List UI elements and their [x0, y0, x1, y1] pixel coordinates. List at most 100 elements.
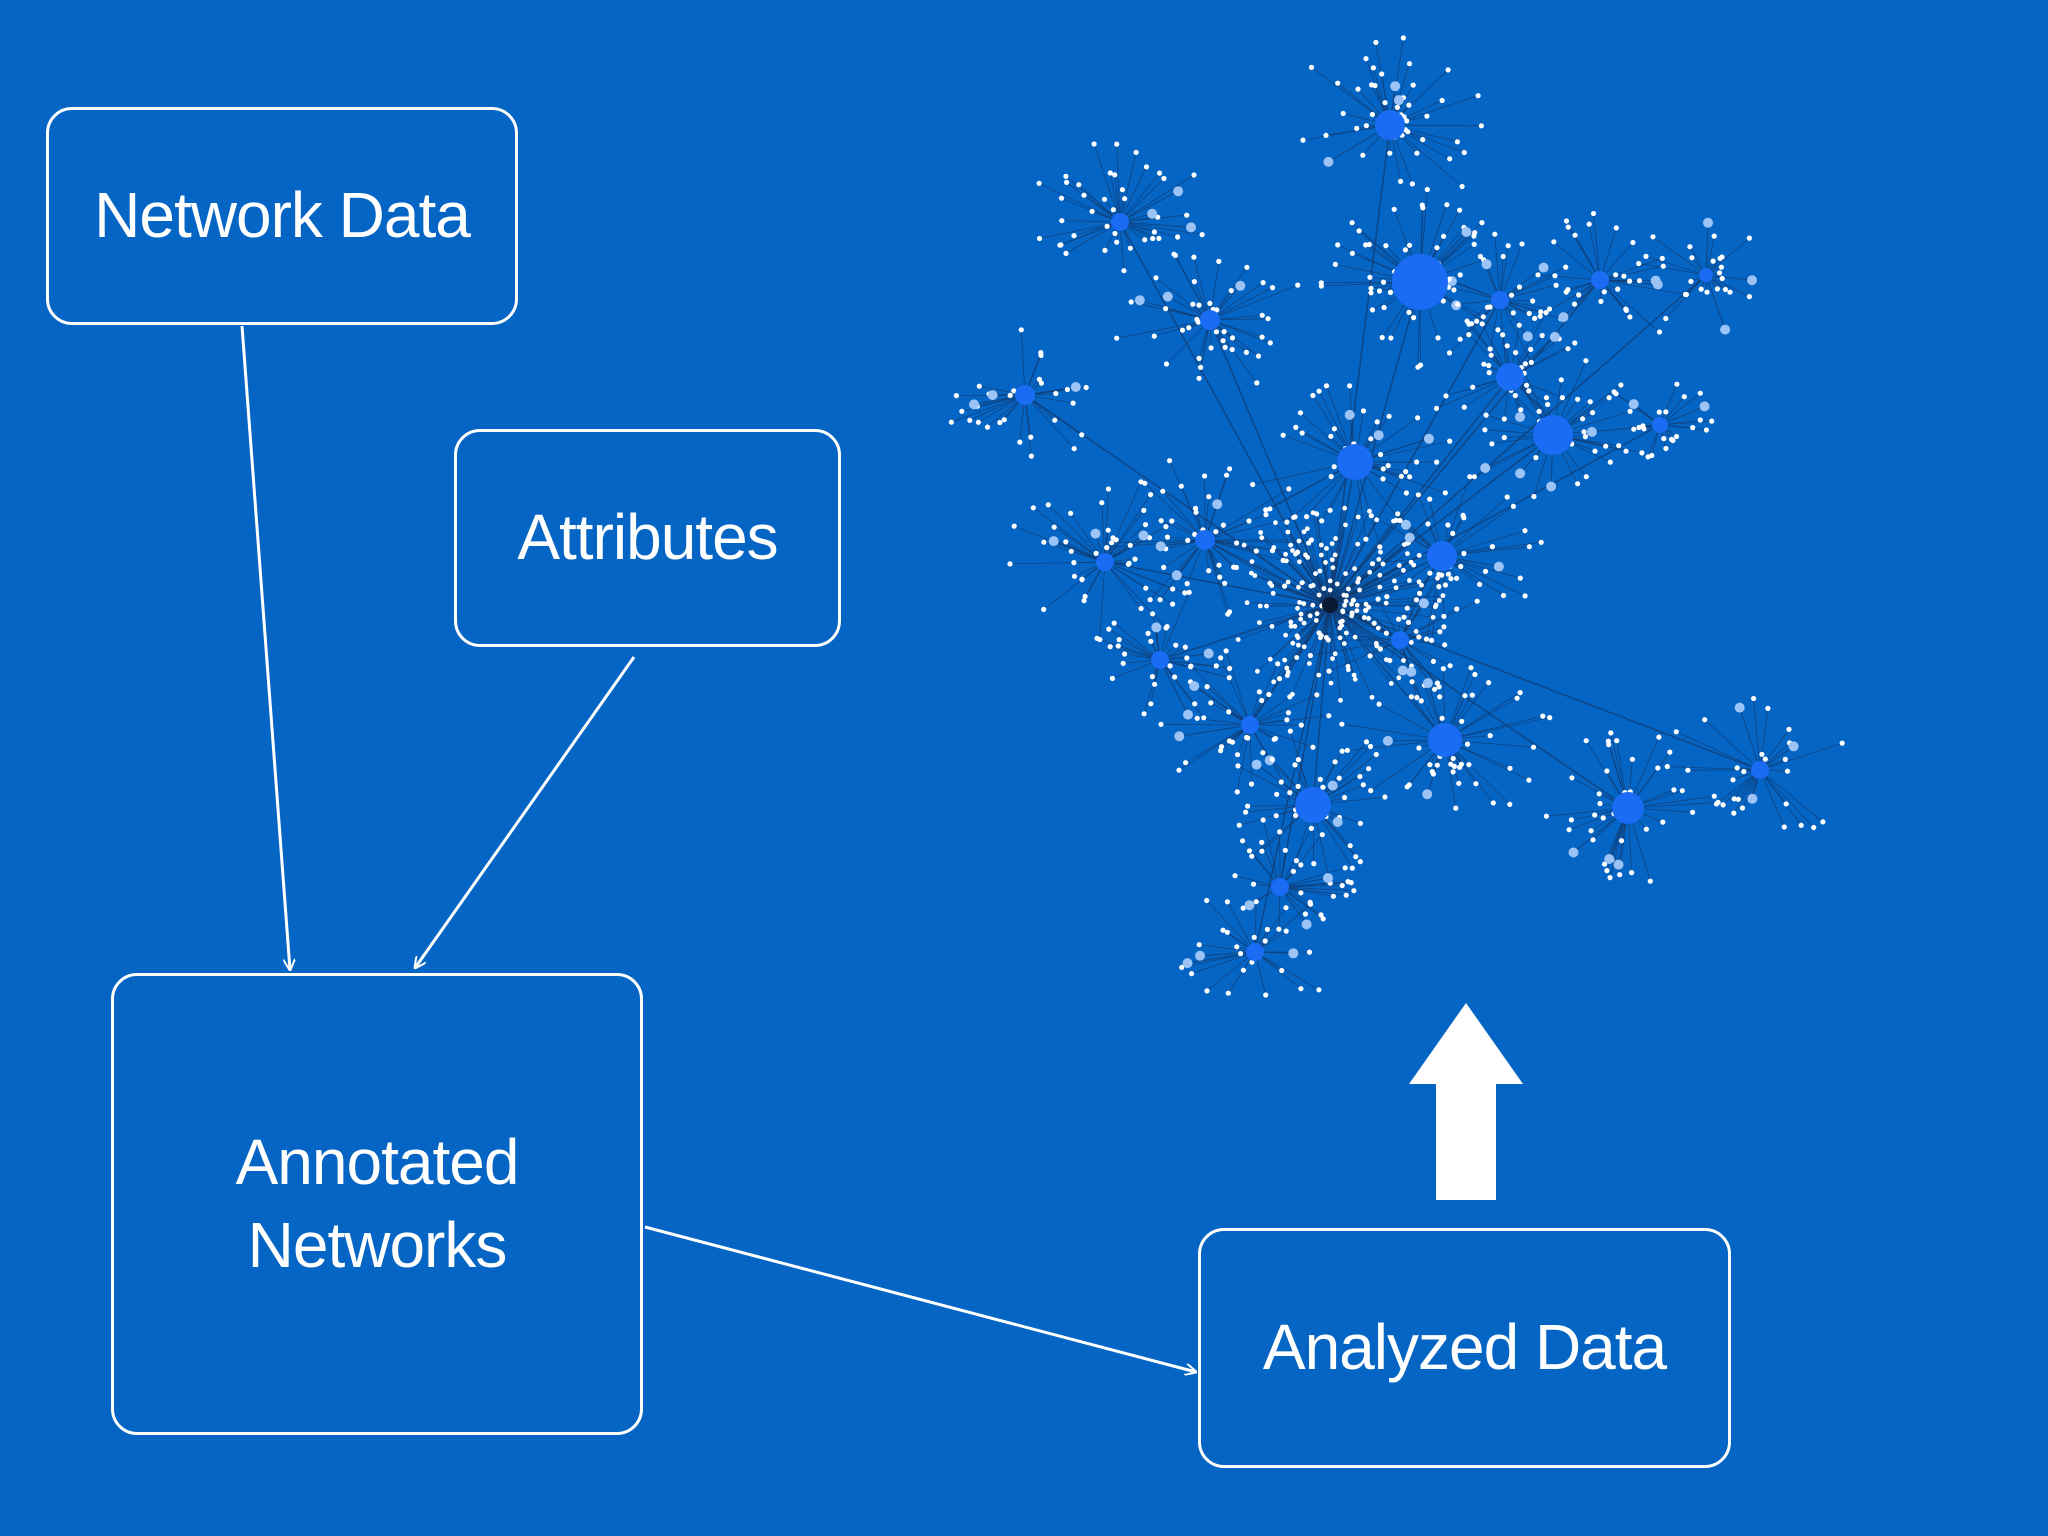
graph-edge: [1329, 604, 1333, 659]
graph-leaf-node: [1248, 781, 1255, 787]
graph-leaf-node: [1631, 426, 1637, 432]
graph-leaf-node: [1414, 150, 1420, 156]
graph-edge: [1193, 257, 1211, 321]
graph-leaf-node: [1355, 514, 1361, 520]
graph-leaf-node: [1501, 416, 1507, 422]
graph-leaf-node: [1079, 576, 1085, 582]
graph-leaf-node: [1611, 389, 1617, 395]
graph-leaf-node: [1318, 283, 1324, 289]
graph-leaf-node: [1259, 839, 1265, 846]
graph-leaf-node: [1374, 419, 1380, 425]
graph-leaf-node: [1208, 700, 1214, 706]
graph-leaf-node: [1363, 56, 1369, 62]
graph-leaf-node: [1357, 587, 1362, 593]
graph-leaf-node: [1481, 361, 1487, 367]
graph-leaf-node: [1099, 500, 1105, 506]
graph-leaf-node: [1114, 335, 1120, 341]
graph-leaf-node: [1731, 796, 1737, 802]
graph-hub-node: [1295, 787, 1331, 823]
graph-leaf-node: [1601, 861, 1608, 867]
graph-leaf-node: [1284, 665, 1290, 671]
graph-leaf-node: [1296, 538, 1302, 544]
graph-leaf-node: [1310, 744, 1316, 750]
graph-mid-node: [1186, 222, 1196, 233]
graph-edge: [1144, 483, 1206, 541]
graph-leaf-node: [1388, 335, 1394, 341]
graph-leaf-node: [1382, 100, 1388, 106]
graph-leaf-node: [1217, 574, 1223, 580]
graph-leaf-node: [1429, 637, 1435, 644]
graph-leaf-node: [1663, 409, 1669, 415]
graph-edge: [1249, 724, 1314, 748]
graph-leaf-node: [1344, 630, 1349, 636]
graph-leaf-node: [1617, 872, 1623, 878]
graph-hub-node: [1428, 723, 1462, 757]
graph-leaf-node: [1442, 642, 1448, 648]
graph-edge: [1329, 595, 1443, 606]
graph-hub-node: [1151, 651, 1169, 669]
graph-leaf-node: [1526, 388, 1532, 394]
graph-leaf-node: [1461, 149, 1467, 156]
graph-edge: [1206, 686, 1251, 726]
graph-leaf-node: [1148, 492, 1154, 498]
graph-leaf-node: [1339, 721, 1345, 727]
graph-edge: [1204, 539, 1273, 552]
graph-leaf-node: [1352, 566, 1357, 572]
graph-leaf-node: [1459, 183, 1465, 190]
graph-leaf-node: [1697, 417, 1703, 423]
graph-leaf-node: [1293, 424, 1299, 430]
graph-leaf-node: [1064, 386, 1070, 393]
graph-leaf-node: [1269, 624, 1275, 629]
graph-leaf-node: [1386, 413, 1392, 419]
graph-leaf-node: [1305, 555, 1311, 560]
graph-mid-node: [1406, 666, 1417, 677]
graph-edge: [1236, 724, 1251, 792]
graph-leaf-node: [1218, 655, 1224, 661]
graph-leaf-node: [1607, 459, 1613, 465]
graph-leaf-node: [1469, 692, 1475, 698]
graph-edge: [1279, 886, 1347, 896]
graph-leaf-node: [1457, 336, 1463, 342]
graph-leaf-node: [1568, 817, 1574, 823]
attributes-label: Attributes: [517, 501, 778, 574]
graph-leaf-node: [1260, 750, 1266, 756]
graph-leaf-node: [1479, 220, 1485, 226]
graph-leaf-node: [1338, 697, 1343, 703]
graph-leaf-node: [1507, 765, 1513, 771]
graph-leaf-node: [1360, 152, 1366, 158]
graph-leaf-node: [976, 383, 982, 389]
graph-edge: [1311, 67, 1391, 126]
graph-leaf-node: [1674, 381, 1680, 387]
graph-leaf-node: [1119, 187, 1125, 193]
graph-edge: [1104, 561, 1167, 629]
graph-leaf-node: [1220, 927, 1226, 933]
graph-leaf-node: [1231, 564, 1237, 570]
graph-leaf-node: [1331, 426, 1337, 432]
graph-edge: [1209, 287, 1273, 321]
graph-leaf-node: [1288, 623, 1294, 629]
graph-leaf-node: [1337, 635, 1343, 641]
graph-edge: [1652, 236, 1707, 276]
graph-edge: [1116, 319, 1211, 339]
graph-leaf-node: [1038, 380, 1044, 386]
graph-edge: [1399, 639, 1451, 667]
graph-leaf-node: [1671, 787, 1677, 793]
graph-leaf-node: [1751, 695, 1757, 702]
graph-leaf-node: [1424, 113, 1430, 119]
graph-edge: [1159, 659, 1230, 679]
graph-leaf-node: [1104, 223, 1110, 229]
graph-edge: [1351, 612, 1401, 641]
graph-leaf-node: [1260, 817, 1266, 823]
graph-leaf-node: [1608, 730, 1614, 736]
graph-edge: [1053, 526, 1106, 563]
graph-leaf-node: [1114, 239, 1120, 245]
graph-leaf-node: [1167, 663, 1173, 669]
graph-leaf-node: [1730, 777, 1736, 783]
graph-leaf-node: [1363, 536, 1369, 542]
graph-leaf-node: [1079, 432, 1085, 438]
graph-leaf-node: [1297, 559, 1302, 565]
annotated-networks-label-line2: Networks: [247, 1209, 508, 1281]
graph-leaf-node: [1179, 327, 1186, 333]
graph-leaf-node: [1388, 681, 1394, 686]
graph-mid-node: [1134, 295, 1145, 306]
